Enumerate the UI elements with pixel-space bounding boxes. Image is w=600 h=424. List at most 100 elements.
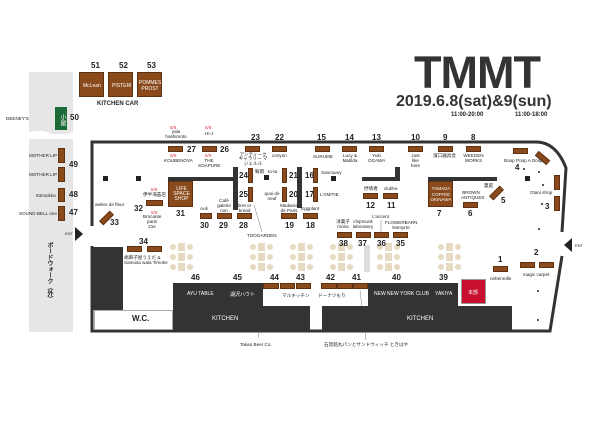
stall-label-43: マルキッチン (282, 293, 310, 298)
stall-number-44: 44 (270, 273, 279, 282)
stall-number-47: 47 (69, 208, 78, 217)
stall-44[interactable] (263, 283, 279, 289)
stall-name: POMMES PROST (139, 80, 162, 92)
stall-number-15: 15 (317, 133, 326, 142)
stall-34b[interactable] (147, 246, 162, 252)
stall-label-14: Lucy & Matilda (342, 153, 358, 163)
stall-label-12: 抒情者 (364, 186, 378, 191)
stall-number-1: 1 (498, 255, 503, 264)
stall-16[interactable] (313, 168, 318, 183)
stall-36[interactable] (374, 232, 389, 238)
stall-number-51: 51 (91, 61, 100, 70)
stall-28[interactable] (237, 213, 252, 219)
stall-24[interactable] (248, 168, 253, 183)
stall-41a[interactable] (337, 283, 353, 289)
stall-15[interactable] (315, 146, 330, 152)
stall-49a[interactable] (58, 148, 65, 163)
date-label: 6/8 (151, 187, 158, 192)
stall-number-38: 38 (339, 239, 348, 248)
stall-label-44: Takao Beer Co. (240, 342, 272, 347)
hours-day2: 11:00-18:00 (515, 112, 548, 118)
stall-32[interactable] (146, 200, 163, 206)
stall-14[interactable] (342, 146, 357, 152)
headquarters[interactable]: 本部 (461, 279, 486, 304)
stall-17[interactable] (313, 187, 318, 202)
stall-38[interactable] (337, 232, 352, 238)
stall-18[interactable] (303, 213, 318, 219)
stall-21[interactable] (282, 168, 287, 183)
entrance-arrow-left-icon (75, 227, 83, 241)
stall-number-23: 23 (251, 133, 260, 142)
stall-42[interactable] (321, 283, 337, 289)
stall-25[interactable] (248, 187, 253, 202)
table (170, 253, 193, 261)
stall-8[interactable] (466, 146, 481, 152)
date-label: 6/8 (170, 125, 177, 130)
stall-37[interactable] (356, 232, 371, 238)
storage-block (92, 247, 123, 310)
sound-bell-label: SOUND BELL one (19, 211, 57, 216)
stall-label-24: 鞍雨 (255, 169, 265, 174)
stall-2b[interactable] (539, 262, 554, 268)
stall-27[interactable] (168, 146, 183, 152)
stall-35[interactable] (393, 232, 408, 238)
stall-30[interactable] (200, 213, 212, 219)
stall-10[interactable] (408, 146, 423, 152)
stall-43b[interactable] (296, 283, 311, 289)
kitchen-right-low (322, 306, 512, 330)
kitchen-car-51[interactable]: McLean (79, 72, 104, 97)
counter (364, 245, 370, 272)
stall-49b[interactable] (58, 167, 65, 182)
stall-label-10: Just like here (410, 153, 421, 168)
stall-43a[interactable] (280, 283, 295, 289)
deeneys-hut[interactable]: 小屋 (55, 107, 67, 130)
stall-34a[interactable] (127, 246, 142, 252)
stall-1[interactable] (493, 266, 508, 272)
stall-number-37: 37 (358, 239, 367, 248)
entrance-label-left: ENT (65, 231, 73, 236)
stall-41b[interactable] (353, 283, 368, 289)
stall-label-2: magic carpet (523, 272, 550, 277)
stall-label-11: clubhe (384, 186, 398, 191)
stall-label-13: Yuki OGAWA (368, 153, 386, 163)
stall-23[interactable] (245, 146, 260, 152)
stall-number-43: 43 (296, 273, 305, 282)
stall-number-36: 36 (377, 239, 386, 248)
stall-label-9: 濱口器具舎 (433, 153, 456, 158)
wall (297, 167, 302, 208)
wc (94, 310, 173, 330)
wall (168, 177, 238, 181)
stall-4a[interactable] (513, 148, 528, 154)
stall-label-23: アンティーク ギャラリー マジェルル (238, 151, 268, 166)
stall-label-17: L'AMITIE (320, 192, 339, 197)
stall-22[interactable] (272, 146, 287, 152)
stall-29[interactable] (217, 213, 232, 219)
wall (428, 177, 497, 181)
stall-20[interactable] (282, 187, 287, 202)
table (377, 263, 400, 271)
stall-3a[interactable] (554, 175, 560, 190)
stall-11[interactable] (383, 193, 398, 199)
stall-6[interactable] (463, 202, 478, 208)
stall-name: PISTERI (112, 83, 132, 89)
stall-48[interactable] (58, 188, 65, 202)
stall-47[interactable] (58, 206, 65, 221)
stall-label-42: ドーナツもり (318, 293, 346, 298)
kitchen-car-53[interactable]: POMMES PROST (137, 72, 162, 97)
stall-7[interactable]: YAMADA COFFEE OKINAWA (428, 181, 453, 207)
stall-3b[interactable] (554, 196, 560, 211)
stall-12[interactable] (363, 193, 378, 199)
stall-number-13: 13 (372, 133, 381, 142)
stall-label-6: BROWN ANTIQUES (461, 190, 485, 200)
table (170, 263, 193, 271)
stall-19[interactable] (281, 213, 297, 219)
stall-26[interactable] (202, 146, 217, 152)
stall-13[interactable] (369, 146, 384, 152)
stall-31[interactable]: LIFE SPACE SHOP (168, 181, 193, 207)
kitchen-car-52[interactable]: PISTERI (108, 72, 133, 97)
stall-2a[interactable] (520, 262, 535, 268)
stall-label-4: Boop Poop A Doop (504, 158, 543, 163)
hq-label: 本部 (468, 290, 479, 296)
stall-9[interactable] (438, 146, 453, 152)
stall-label-18: Eggplant (301, 206, 320, 211)
